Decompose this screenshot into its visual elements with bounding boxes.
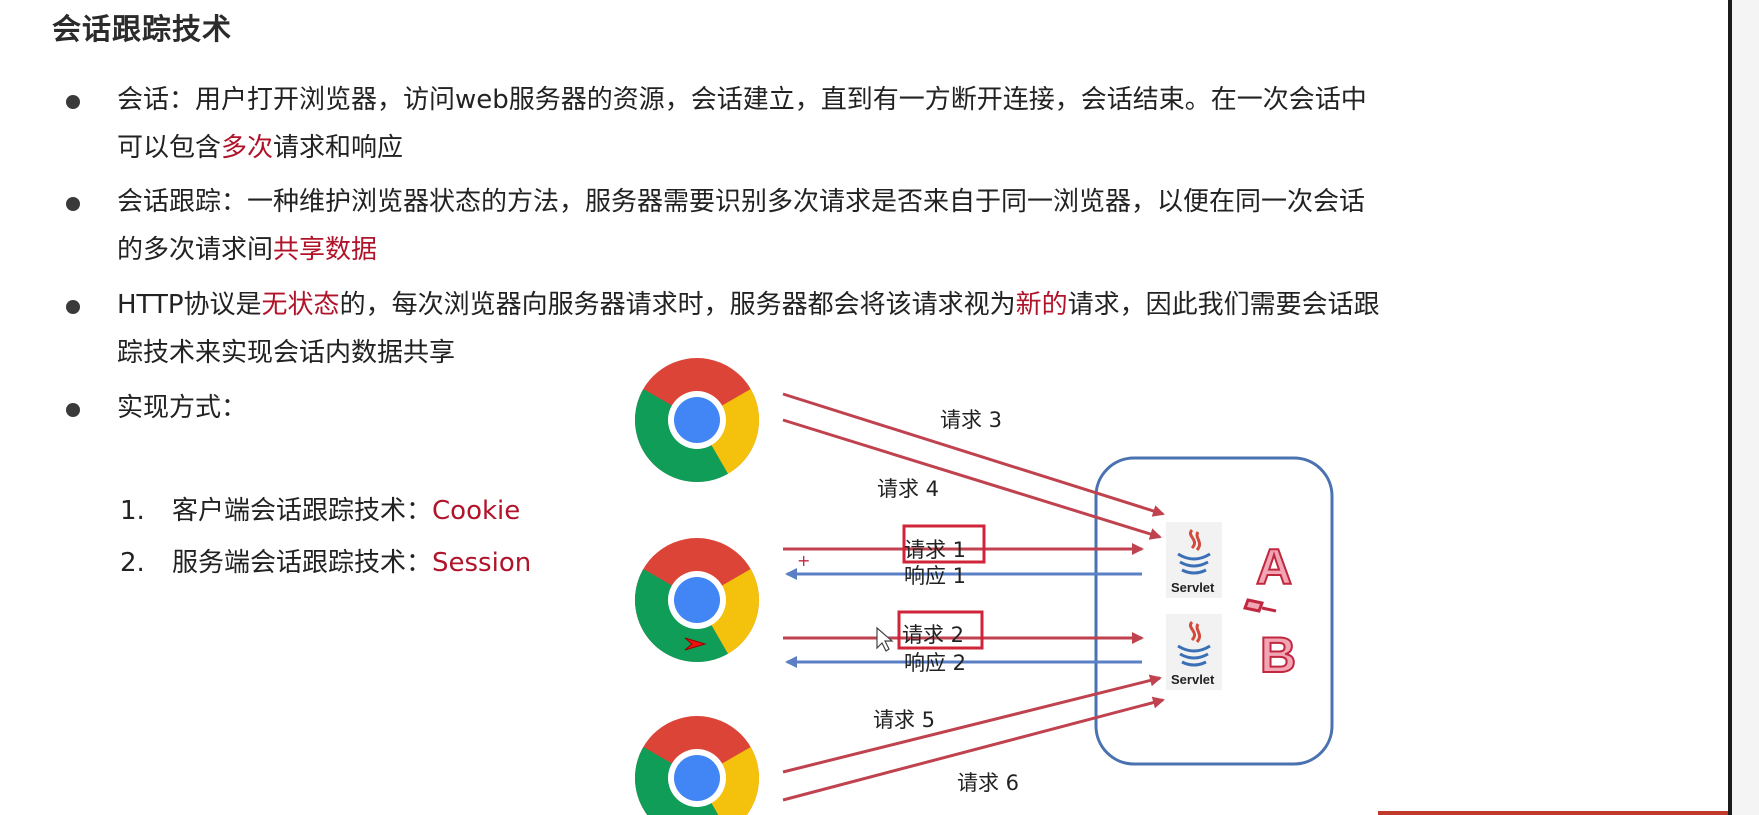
arrow-request-6 [782, 696, 1165, 802]
server-label-b: B [1260, 627, 1296, 683]
browser-chrome-icon-bottom [634, 716, 760, 815]
label-request-4: 请求 4 [877, 477, 939, 501]
sub-item-cookie: 1.客户端会话跟踪技术：Cookie [120, 496, 521, 526]
cursor-mark-icon [684, 637, 707, 651]
label-response-1: 响应 1 [904, 564, 966, 588]
server-label-a: A [1256, 539, 1292, 595]
bullet-dot [66, 95, 80, 109]
session-highlight: Session [432, 548, 532, 578]
sub-item-session: 2.服务端会话跟踪技术：Session [120, 548, 532, 578]
label-request-1: 请求 1 [904, 538, 966, 562]
plus-mark: + [797, 551, 810, 570]
arrow-request-4 [782, 418, 1162, 540]
servlet-b-icon: Servlet [1164, 612, 1224, 692]
servlet-a-icon: Servlet [1164, 520, 1224, 600]
bullet-text-line1: 会话跟踪：一种维护浏览器状态的方法，服务器需要识别多次请求是否来自于同一浏览器，… [117, 187, 1366, 217]
bullet-text-line1: 会话：用户打开浏览器，访问web服务器的资源，会话建立，直到有一方断开连接，会话… [117, 85, 1367, 115]
bullet-text-line2: 可以包含多次请求和响应 [117, 133, 404, 163]
page-title: 会话跟踪技术 [52, 12, 233, 46]
highlight-box-request-2 [897, 610, 984, 650]
svg-text:Servlet: Servlet [1171, 580, 1215, 595]
browser-chrome-icon-top [634, 358, 760, 483]
mouse-cursor-icon [876, 626, 894, 652]
arrow-request-5 [782, 674, 1162, 774]
label-request-3: 请求 3 [940, 408, 1002, 432]
bullet-dot [66, 403, 80, 417]
bullet-text-line1: 实现方式： [117, 393, 248, 423]
label-response-2: 响应 2 [904, 651, 966, 675]
server-container [1094, 456, 1334, 766]
corner-accent [1378, 811, 1728, 815]
link-mark-icon [1242, 598, 1277, 613]
bullet-text-line2: 的多次请求间共享数据 [117, 235, 378, 265]
bullet-text-line1: HTTP协议是无状态的，每次浏览器向服务器请求时，服务器都会将该请求视为新的请求… [117, 290, 1380, 320]
bullet-dot [66, 300, 80, 314]
window-edge [1728, 0, 1759, 815]
bullet-dot [66, 197, 80, 211]
label-request-5: 请求 5 [873, 708, 935, 732]
svg-text:Servlet: Servlet [1171, 672, 1215, 687]
label-request-6: 请求 6 [957, 771, 1019, 795]
arrow-request-3 [782, 392, 1165, 517]
cookie-highlight: Cookie [432, 496, 521, 526]
label-request-2: 请求 2 [902, 623, 964, 647]
bullet-text-line2: 踪技术来实现会话内数据共享 [117, 338, 456, 368]
highlight-box-request-1 [902, 524, 986, 564]
